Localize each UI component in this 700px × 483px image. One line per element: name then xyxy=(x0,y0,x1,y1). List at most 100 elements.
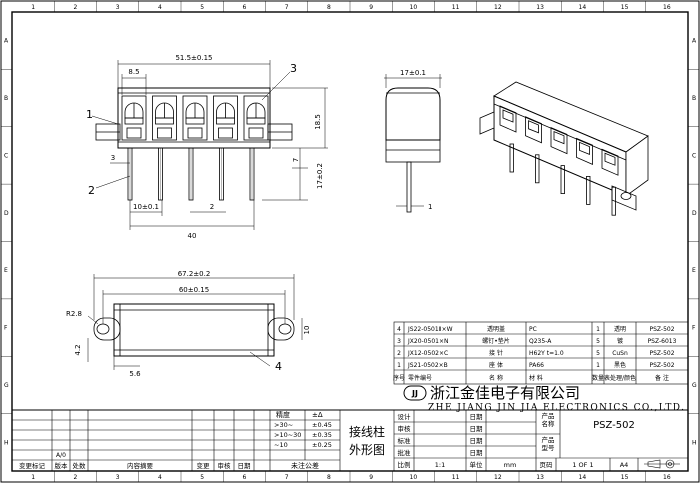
grid-col-label: 10 xyxy=(410,474,418,481)
bom-cell-finish: 透明 xyxy=(614,325,626,333)
bom-cell-code: JS22-0501Ⅱ×W xyxy=(407,326,453,333)
grid-row-label: F xyxy=(692,325,696,332)
callout-2: 2 xyxy=(88,184,95,197)
dim-3: 3 xyxy=(111,154,115,162)
iso-terminal-cell xyxy=(601,148,619,176)
revision-header: 审核 xyxy=(218,461,232,470)
grid-col-label: 14 xyxy=(579,474,587,481)
dim-pin: 17±0.2 xyxy=(316,163,324,189)
grid-col-label: 16 xyxy=(663,4,671,11)
dim-2: 2 xyxy=(210,203,214,211)
grid-col-label: 6 xyxy=(242,474,246,481)
grid-row-label: A xyxy=(4,38,9,45)
tolerance-label: ±Δ xyxy=(312,411,323,419)
callout-4: 4 xyxy=(275,360,282,373)
bom-cell-material: Q235-A xyxy=(529,338,552,345)
bom-cell-name: 座 体 xyxy=(489,361,503,369)
grid-col-label: 15 xyxy=(621,4,629,11)
bom-header-qty: 数量 xyxy=(592,374,604,382)
grid-col-label: 15 xyxy=(621,474,629,481)
bom-cell-code: JX20-0501×N xyxy=(407,338,448,345)
screw-icon xyxy=(604,152,616,166)
precision-label: 精度 xyxy=(276,410,290,419)
grid-col-label: 10 xyxy=(410,4,418,11)
side-dim-1: 1 xyxy=(428,203,432,211)
bom-cell-qty: 1 xyxy=(596,326,600,333)
revision-header: 处数 xyxy=(73,461,87,470)
top-dim-overall: 67.2±0.2 xyxy=(178,270,211,278)
iso-terminal-cell xyxy=(499,105,517,133)
tolerance-value: ±0.25 xyxy=(312,441,332,449)
grid-row-label: G xyxy=(692,382,697,389)
grid-row-label: E xyxy=(4,267,8,274)
grid-col-label: 1 xyxy=(31,474,35,481)
top-left-ear xyxy=(93,317,121,341)
unit-value: mm xyxy=(504,461,517,469)
label-product-code: 产品 xyxy=(542,435,555,444)
front-terminal-cell xyxy=(121,95,147,141)
iso-terminal-cell xyxy=(550,126,568,155)
bom-header-code: 零件编号 xyxy=(408,374,432,382)
label-date: 日期 xyxy=(470,425,484,433)
sheet-value: 1 OF 1 xyxy=(572,461,593,469)
grid-col-label: 2 xyxy=(73,4,77,11)
front-terminal-cell xyxy=(182,95,208,141)
projection-symbol-icon xyxy=(644,459,680,469)
bom-cell-remark: PSZ-502 xyxy=(649,350,674,357)
grid-col-label: 4 xyxy=(158,474,162,481)
grid-row-label: B xyxy=(692,95,696,102)
grid-row-label: C xyxy=(4,152,8,159)
dim-40: 40 xyxy=(188,232,197,240)
top-dimensions xyxy=(87,274,303,370)
grid-col-label: 13 xyxy=(536,474,544,481)
bom-cell-material: PC xyxy=(529,326,537,333)
label-standard: 标准 xyxy=(398,436,412,445)
screw-icon xyxy=(246,102,266,119)
screw-icon xyxy=(155,102,174,119)
title-block-text: 精度±Δ>30~±0.45>10~30±0.35~10±0.25未注公差接线柱外… xyxy=(19,410,635,470)
bom-cell-name: 接 针 xyxy=(489,349,503,357)
label-product-name: 产品 xyxy=(542,411,555,420)
grid-row-label: B xyxy=(4,95,8,102)
bom-header-finish: 表处理/颜色 xyxy=(604,374,636,382)
company-band: JJ 浙江金佳电子有限公司 ZHE JIANG JIN JIA ELECTRON… xyxy=(403,384,684,413)
grid-col-label: 11 xyxy=(452,474,460,481)
bom-cell-qty: 1 xyxy=(596,362,600,369)
iso-pin xyxy=(586,175,591,205)
grid-col-label: 8 xyxy=(327,4,331,11)
top-dim-r: R2.8 xyxy=(66,310,82,318)
product-model: PSZ-502 xyxy=(593,420,635,431)
iso-pin xyxy=(560,165,565,195)
bom-cell-material: H62Y t=1.0 xyxy=(529,350,564,357)
grid-col-label: 12 xyxy=(494,4,502,11)
grid-col-label: 11 xyxy=(452,4,460,11)
bom-cell-finish: 黑色 xyxy=(614,361,626,369)
revision-header: 日期 xyxy=(238,462,252,470)
dim-pitch-top: 8.5 xyxy=(128,68,139,76)
front-terminal-cell xyxy=(243,95,269,141)
screw-icon xyxy=(579,141,590,155)
bom-header-remark: 备 注 xyxy=(655,374,669,382)
bom-cell-remark: PSZ-502 xyxy=(649,362,674,369)
grid-col-label: 9 xyxy=(369,474,373,481)
bom-header-material: 材 料 xyxy=(529,374,543,382)
screw-icon xyxy=(216,102,235,119)
label-check: 审核 xyxy=(398,424,412,433)
grid-col-label: 3 xyxy=(116,474,120,481)
grid-col-label: 2 xyxy=(73,474,77,481)
label-product-name: 名称 xyxy=(542,419,556,428)
grid-row-label: A xyxy=(692,38,697,45)
grid-col-label: 5 xyxy=(200,474,204,481)
grid-col-label: 7 xyxy=(285,4,289,11)
side-dim-width: 17±0.1 xyxy=(400,69,426,77)
grid-col-label: 5 xyxy=(200,4,204,11)
top-dim-10: 10 xyxy=(303,326,311,335)
bom-cell-no: 4 xyxy=(397,326,401,333)
bom-header-no: 序号 xyxy=(393,374,405,382)
company-logo: JJ xyxy=(411,389,418,398)
tolerance-value: ±0.45 xyxy=(312,421,332,429)
top-dim-5-6: 5.6 xyxy=(129,370,141,378)
front-terminal-cell xyxy=(213,95,238,141)
